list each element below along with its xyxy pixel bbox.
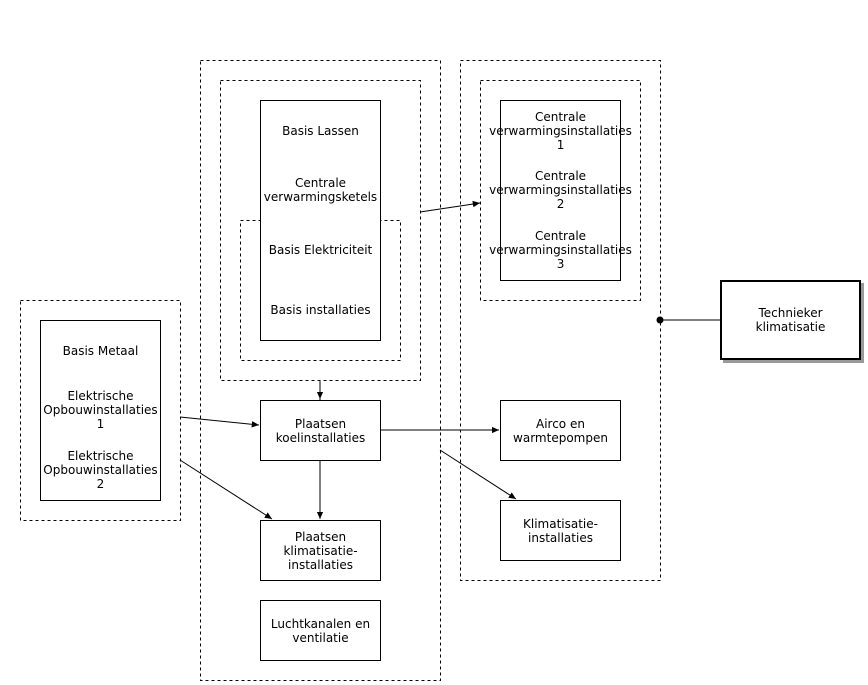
cv-installaties-3-label: Centrale verwarmingsinstallaties 3 (489, 229, 632, 271)
arrow-elektrisch2-to-klimatisatie (179, 459, 273, 520)
centrale-verwarmingsketels-box[interactable]: Centrale verwarmingsketels (260, 160, 381, 221)
actor-connector-dot (656, 316, 664, 324)
cv-installaties-2-box[interactable]: Centrale verwarmingsinstallaties 2 (489, 160, 632, 221)
elektrische-opbouw-2-box[interactable]: Elektrische Opbouwinstallaties 2 (40, 440, 161, 501)
arrow-elektrisch1-to-koel (179, 416, 260, 428)
elektrische-opbouw-1-label: Elektrische Opbouwinstallaties 1 (43, 389, 158, 431)
centrale-verwarmingsketels-label: Centrale verwarmingsketels (263, 176, 378, 204)
basis-metaal-box[interactable]: Basis Metaal (40, 320, 161, 381)
technieker-klimatisatie-label: Technieker klimatisatie (755, 306, 826, 334)
plaatsen-klimatisatie-installaties-label: Plaatsen klimatisatie- installaties (283, 529, 358, 572)
cv-installaties-3-box[interactable]: Centrale verwarmingsinstallaties 3 (489, 220, 632, 281)
middle-group-container (200, 60, 441, 681)
plaatsen-koelinstallaties-box[interactable]: Plaatsen koelinstallaties (260, 400, 381, 461)
basis-lassen-label: Basis Lassen (282, 123, 359, 138)
basis-elektriciteit-box[interactable]: Basis Elektriciteit (260, 220, 381, 281)
plaatsen-koelinstallaties-label: Plaatsen koelinstallaties (275, 416, 366, 445)
luchtkanalen-ventilatie-box[interactable]: Luchtkanalen en ventilatie (260, 600, 381, 661)
elektrische-opbouw-2-label: Elektrische Opbouwinstallaties 2 (43, 449, 158, 491)
arrow-middle-to-klimatisatie-installaties (439, 449, 517, 500)
airco-warmtepompen-box[interactable]: Airco en warmtepompen (500, 400, 621, 461)
basis-lassen-box[interactable]: Basis Lassen (260, 100, 381, 161)
klimatisatie-installaties-box[interactable]: Klimatisatie- installaties (500, 500, 621, 561)
technieker-klimatisatie-box[interactable]: Technieker klimatisatie (720, 280, 861, 360)
cv-installaties-1-box[interactable]: Centrale verwarmingsinstallaties 1 (489, 100, 632, 161)
basis-installaties-box[interactable]: Basis installaties (260, 280, 381, 341)
left-group-container (20, 300, 181, 521)
basis-elektriciteit-label: Basis Elektriciteit (268, 243, 373, 257)
arrow-inner-to-cv-installaties (419, 200, 481, 213)
cv-installaties-1-label: Centrale verwarmingsinstallaties 1 (489, 109, 632, 152)
basis-metaal-label: Basis Metaal (62, 343, 139, 358)
klimatisatie-installaties-label: Klimatisatie- installaties (523, 516, 598, 545)
cv-installaties-2-label: Centrale verwarmingsinstallaties 2 (489, 169, 632, 211)
right-inner-container (480, 80, 641, 301)
luchtkanalen-ventilatie-label: Luchtkanalen en ventilatie (270, 616, 371, 645)
basis-installaties-label: Basis installaties (270, 303, 371, 317)
airco-warmtepompen-label: Airco en warmtepompen (513, 416, 608, 445)
elektrische-opbouw-1-box[interactable]: Elektrische Opbouwinstallaties 1 (40, 380, 161, 441)
plaatsen-klimatisatie-installaties-box[interactable]: Plaatsen klimatisatie- installaties (260, 520, 381, 581)
